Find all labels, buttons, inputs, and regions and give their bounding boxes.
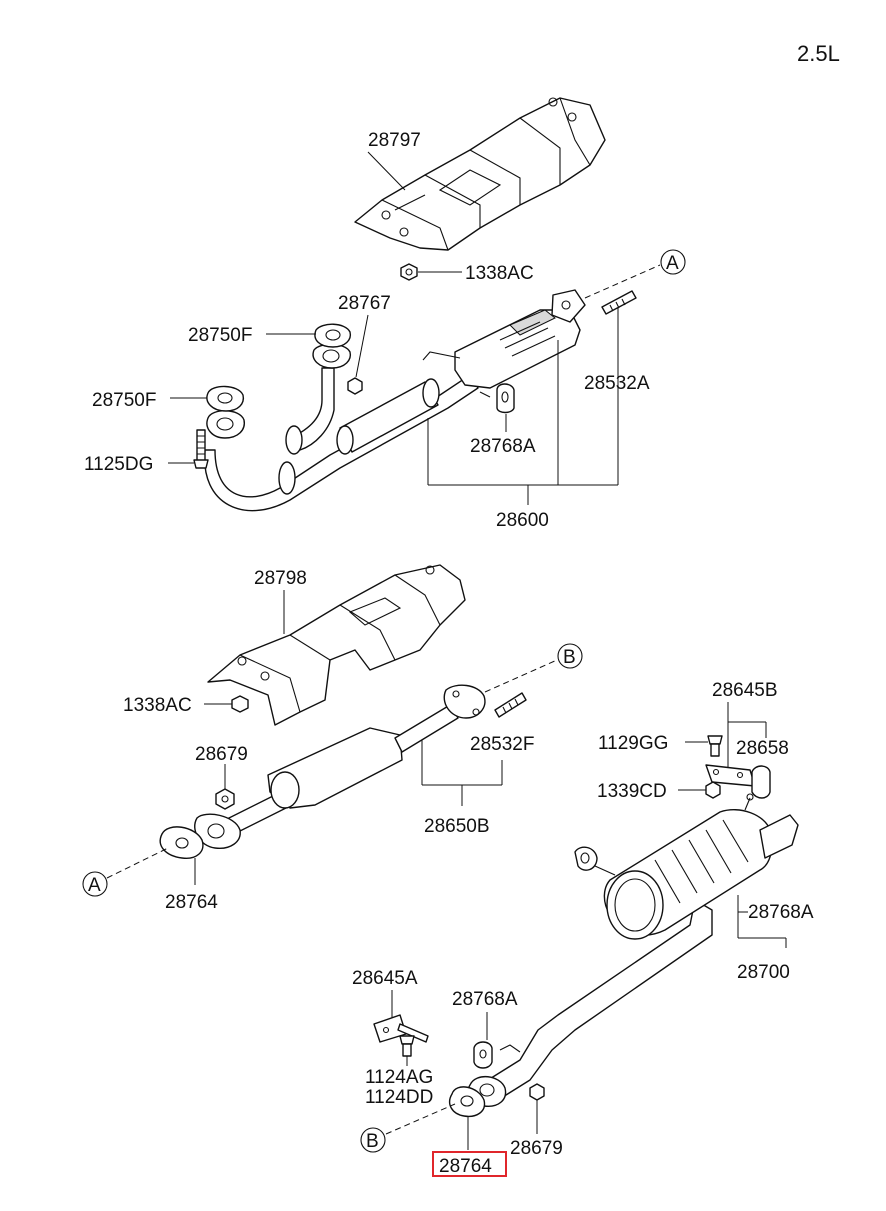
bracket-rear-lower[interactable] bbox=[373, 1014, 429, 1043]
label-hanger-rear-lower: 28768A bbox=[452, 989, 518, 1010]
label-bolt-rear-upper: 1129GG bbox=[598, 733, 668, 754]
front-pipe-flange-upper bbox=[312, 343, 352, 369]
ref-b-bottom: B bbox=[360, 1127, 386, 1153]
svg-text:A: A bbox=[88, 875, 101, 896]
label-nut-upper: 1338AC bbox=[465, 263, 534, 284]
gasket-upper[interactable] bbox=[314, 323, 352, 348]
nut-upper[interactable] bbox=[400, 263, 418, 281]
bolt-rear-lower[interactable] bbox=[399, 1035, 415, 1057]
stud-front[interactable] bbox=[601, 290, 637, 315]
bolt-rear-upper[interactable] bbox=[707, 735, 723, 757]
label-gasket-right: 28750F bbox=[92, 390, 156, 411]
highlight-box bbox=[432, 1151, 507, 1177]
label-gasket-left: 28750F bbox=[188, 325, 252, 346]
label-gasket-rear-highlighted[interactable]: 28764 bbox=[439, 1156, 492, 1177]
center-muffler[interactable] bbox=[224, 684, 486, 836]
main-muffler[interactable] bbox=[487, 793, 799, 1101]
label-bolt-rear-lower-1: 1124AG bbox=[365, 1067, 433, 1088]
bolt-front[interactable] bbox=[193, 429, 209, 469]
label-bolt-rear-lower-2: 1124DD bbox=[365, 1087, 433, 1108]
gasket-lower[interactable] bbox=[206, 385, 245, 412]
gasket-rear[interactable] bbox=[448, 1086, 486, 1118]
label-nut-rear-upper: 1339CD bbox=[597, 781, 667, 802]
label-center-muffler-assy: 28650B bbox=[424, 816, 490, 837]
label-stud-center: 28532F bbox=[470, 734, 534, 755]
nut-rear-lower[interactable] bbox=[529, 1083, 545, 1101]
ref-a-top: A bbox=[660, 249, 686, 275]
front-pipe-flange-lower bbox=[206, 410, 245, 439]
nut-center[interactable] bbox=[231, 695, 249, 713]
nut-front[interactable] bbox=[347, 377, 363, 395]
ref-a-left: A bbox=[82, 871, 108, 897]
label-hanger-rear-upper: 28768A bbox=[748, 902, 814, 923]
engine-label: 2.5L bbox=[797, 41, 840, 66]
heat-protector-upper[interactable] bbox=[354, 97, 606, 251]
heat-protector-center[interactable] bbox=[207, 564, 466, 726]
svg-text:B: B bbox=[563, 647, 576, 668]
label-nut-center: 1338AC bbox=[123, 695, 192, 716]
label-heat-protector-upper: 28797 bbox=[368, 130, 421, 151]
label-nut-rear-lower: 28679 bbox=[510, 1138, 563, 1159]
center-pipe-flange bbox=[194, 813, 241, 849]
front-pipe[interactable] bbox=[204, 289, 586, 512]
label-stud-front: 28532A bbox=[584, 373, 650, 394]
hanger-front[interactable] bbox=[496, 383, 515, 414]
label-heat-protector-center: 28798 bbox=[254, 568, 307, 589]
svg-text:B: B bbox=[366, 1131, 379, 1152]
label-front-pipe-assy: 28600 bbox=[496, 510, 549, 531]
nut-center-pipe[interactable] bbox=[215, 788, 235, 810]
label-nut-center-pipe: 28679 bbox=[195, 744, 248, 765]
label-bracket-rear-upper: 28645B bbox=[712, 680, 778, 701]
label-nut-front: 28767 bbox=[338, 293, 391, 314]
label-main-muffler-assy: 28700 bbox=[737, 962, 790, 983]
hanger-rear-upper-rubber[interactable] bbox=[751, 765, 771, 799]
hanger-rear-lower[interactable] bbox=[473, 1041, 493, 1069]
ref-b-top: B bbox=[557, 643, 583, 669]
label-bracket-rear-upper-sub: 28658 bbox=[736, 738, 789, 759]
stud-center[interactable] bbox=[494, 692, 527, 718]
label-bolt-front: 1125DG bbox=[84, 454, 153, 475]
svg-text:A: A bbox=[666, 253, 679, 274]
label-gasket-center: 28764 bbox=[165, 892, 218, 913]
nut-rear-upper[interactable] bbox=[705, 781, 721, 799]
label-bracket-rear-lower: 28645A bbox=[352, 968, 418, 989]
label-hanger-front: 28768A bbox=[470, 436, 536, 457]
